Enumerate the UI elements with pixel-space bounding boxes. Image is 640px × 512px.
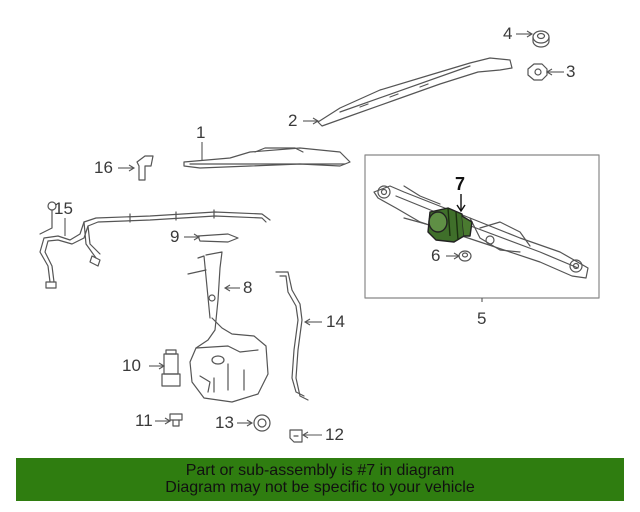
part-11-grommet [169,413,183,427]
part-6-nut [458,250,472,262]
banner-line-1: Part or sub-assembly is #7 in diagram [185,462,455,479]
info-banner: Part or sub-assembly is #7 in diagram Di… [16,458,624,501]
callout-2: 2 [288,111,298,130]
leader-lines [64,30,564,439]
part-4-nut [532,30,550,48]
part-13-cap [253,414,271,432]
callout-12: 12 [325,425,344,444]
part-14-tube [275,271,309,401]
callout-11: 11 [135,411,153,430]
part-10-pump [161,349,181,387]
callout-7: 7 [455,174,466,194]
part-15-hose [39,201,271,289]
washer-reservoir [187,251,269,403]
part-1-wiper-blade [183,147,351,169]
part-3-hex-nut [527,63,548,81]
part-12-bracket [289,429,303,443]
callout-15: 15 [54,199,73,218]
part-16-clip [136,155,154,181]
part-9-seal [197,233,239,243]
callout-13: 13 [215,413,234,432]
callout-8: 8 [243,278,253,297]
part-2-wiper-arm [317,57,513,127]
callout-5: 5 [477,309,487,328]
callout-14: 14 [326,312,345,331]
callout-3: 3 [566,62,576,81]
callout-6: 6 [431,246,441,265]
callout-10: 10 [122,356,141,375]
callout-4: 4 [503,24,513,43]
callout-16: 16 [94,158,113,177]
callout-9: 9 [170,227,180,246]
banner-line-2: Diagram may not be specific to your vehi… [165,479,475,496]
callout-1: 1 [196,123,206,142]
part-7-motor-highlight [427,207,473,243]
part-5-linkage [373,185,589,279]
